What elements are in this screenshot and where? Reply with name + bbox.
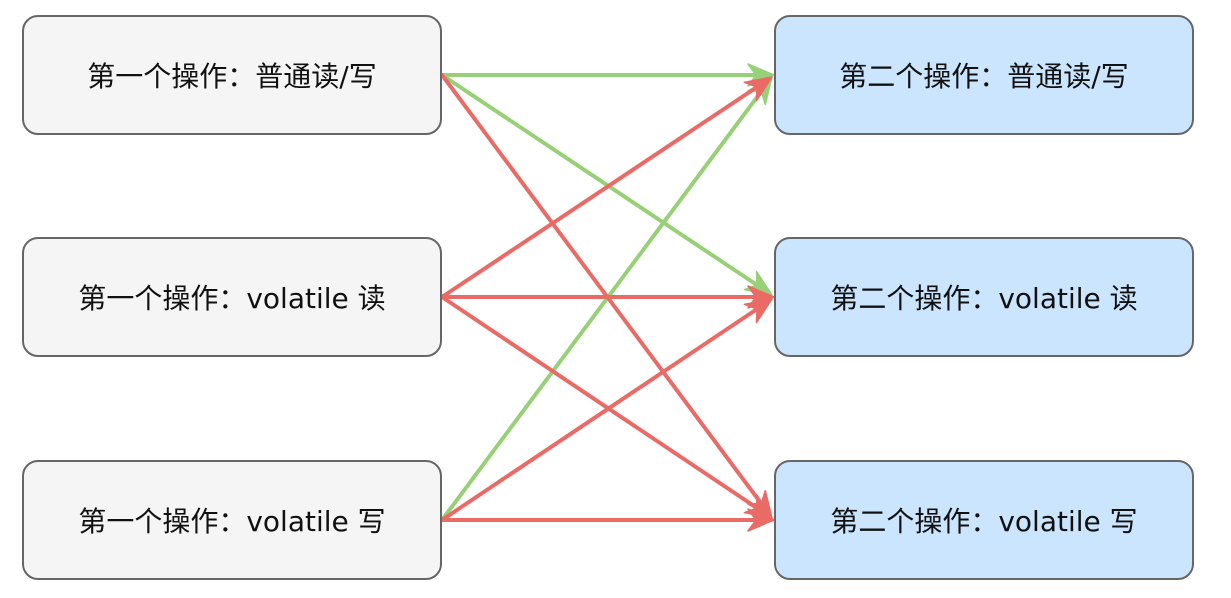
- arrow-forbidden-1-to-1: [440, 285, 775, 309]
- second-op-normal-rw-label: 第二个操作：普通读/写: [839, 60, 1129, 93]
- first-op-volatile-read-label: 第一个操作：volatile 读: [78, 282, 386, 315]
- arrow-forbidden-1-to-0: [440, 76, 773, 299]
- arrow-forbidden-2-to-1: [440, 298, 773, 522]
- first-op-volatile-write: 第一个操作：volatile 写: [22, 460, 442, 580]
- arrow-head: [743, 298, 773, 324]
- second-op-volatile-write-label: 第二个操作：volatile 写: [830, 505, 1138, 538]
- second-op-volatile-read: 第二个操作：volatile 读: [774, 237, 1194, 357]
- first-op-normal-rw: 第一个操作：普通读/写: [22, 15, 442, 135]
- arrow-shaft: [440, 89, 764, 522]
- second-op-volatile-write: 第二个操作：volatile 写: [774, 460, 1194, 580]
- first-op-volatile-write-label: 第一个操作：volatile 写: [78, 505, 386, 538]
- first-op-normal-rw-label: 第一个操作：普通读/写: [87, 60, 377, 93]
- arrow-allowed-0-to-0: [440, 63, 775, 87]
- arrow-shaft: [440, 295, 760, 510]
- first-op-volatile-read: 第一个操作：volatile 读: [22, 237, 442, 357]
- arrow-shaft: [440, 73, 760, 288]
- arrow-shaft: [440, 84, 760, 299]
- arrow-head: [743, 76, 773, 102]
- arrow-shaft: [440, 73, 764, 506]
- second-op-normal-rw: 第二个操作：普通读/写: [774, 15, 1194, 135]
- arrow-forbidden-2-to-2: [440, 508, 775, 532]
- arrow-head: [747, 508, 775, 532]
- arrow-shaft: [440, 307, 760, 522]
- second-op-volatile-read-label: 第二个操作：volatile 读: [830, 282, 1138, 315]
